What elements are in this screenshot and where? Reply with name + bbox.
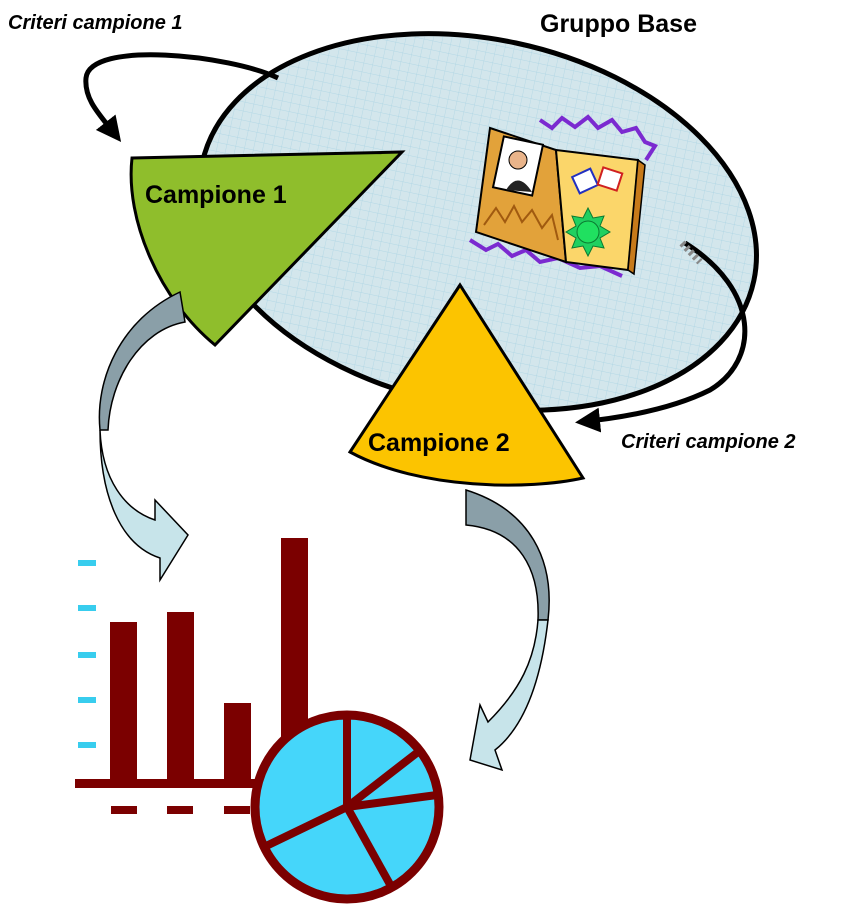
- flow-arrow-2: [465, 488, 550, 772]
- flow-arrow-1: [98, 290, 189, 583]
- gruppo-base-label: Gruppo Base: [540, 10, 697, 38]
- campione-2-shape: [347, 282, 586, 487]
- campione-2-label: Campione 2: [368, 429, 510, 457]
- pie-chart-icon: [250, 710, 444, 904]
- criteri-2-arrow-tail: [679, 240, 703, 265]
- campione-1-label: Campione 1: [145, 181, 287, 209]
- criteri-2-arrow: [575, 240, 748, 433]
- album-icon: [468, 114, 658, 278]
- criteri-campione-1-label: Criteri campione 1: [8, 12, 183, 34]
- criteri-1-arrow: [83, 52, 280, 142]
- campione-1-shape: [129, 150, 406, 348]
- criteri-campione-2-label: Criteri campione 2: [621, 431, 796, 453]
